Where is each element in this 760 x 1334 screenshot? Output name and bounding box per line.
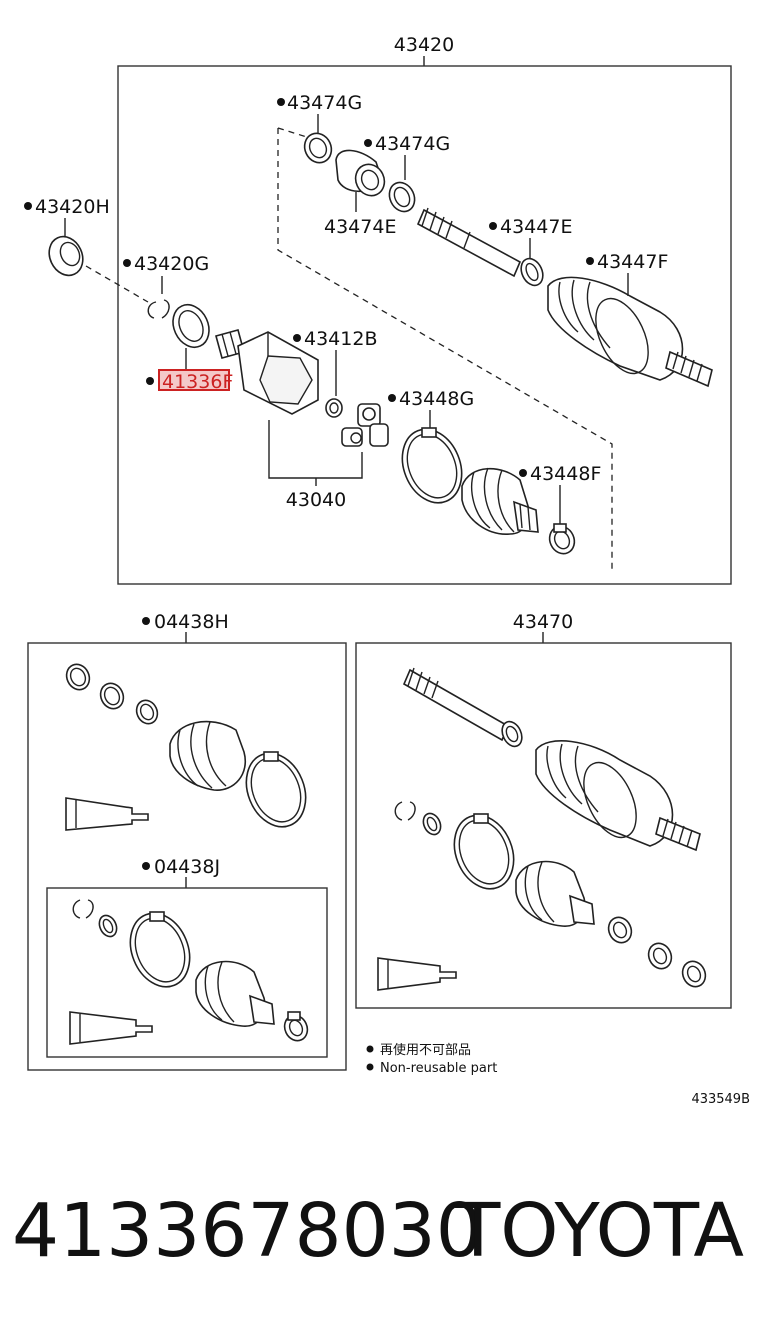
inboard-joint-housing[interactable]: [215, 329, 319, 415]
label-43470[interactable]: 43470: [513, 611, 573, 633]
boot-clamp-43448f[interactable]: [545, 522, 579, 558]
non-reusable-dot: [142, 617, 150, 625]
label-04438h[interactable]: 04438H: [154, 611, 229, 633]
drive-shaft-outboard[interactable]: [416, 207, 522, 278]
legend-dot: [366, 1045, 374, 1053]
kit-j-ring[interactable]: [96, 913, 120, 940]
kit-h-clamps[interactable]: [63, 661, 162, 728]
dashed-leader: [85, 265, 149, 303]
label-43420g[interactable]: 43420G: [134, 253, 209, 275]
non-reusable-dot: [519, 469, 527, 477]
dashed-outline: [277, 128, 613, 572]
non-reusable-dot: [586, 257, 594, 265]
label-43448g[interactable]: 43448G: [399, 388, 474, 410]
assembly-frame-43420: [117, 65, 732, 585]
kit-j-clamp[interactable]: [281, 1011, 312, 1045]
label-43447e[interactable]: 43447E: [500, 216, 572, 238]
non-reusable-dot: [142, 862, 150, 870]
non-reusable-dot: [293, 334, 301, 342]
dashed-outline-top: [277, 127, 311, 139]
assembly-frame-43470: [355, 642, 732, 1009]
clamp-band-43470[interactable]: [444, 806, 524, 897]
label-43474g-b[interactable]: 43474G: [375, 133, 450, 155]
diagram-code: 433549B: [691, 1092, 750, 1107]
clamp-ring-43474g-b[interactable]: [385, 178, 419, 215]
label-43420h[interactable]: 43420H: [35, 196, 110, 218]
boot-clamp-43448g[interactable]: [392, 420, 472, 511]
non-reusable-dot: [388, 394, 396, 402]
label-43448f[interactable]: 43448F: [530, 463, 601, 485]
clamps-43470[interactable]: [605, 914, 710, 991]
kit-h-boot[interactable]: [169, 720, 247, 791]
shaft-43470[interactable]: [402, 667, 526, 750]
kit-h-clamp-band[interactable]: [236, 744, 316, 835]
brand-name: TOYOTA: [454, 1188, 744, 1274]
non-reusable-dot: [364, 139, 372, 147]
clamp-ring-43474g-a[interactable]: [300, 129, 336, 167]
dust-deflector-41336f[interactable]: [166, 299, 215, 353]
non-reusable-dot: [489, 222, 497, 230]
kit-j-snap-ring[interactable]: [72, 899, 94, 919]
kit-frame-04438h: [27, 642, 347, 1071]
oil-seal-43420h[interactable]: [43, 231, 89, 281]
label-43040[interactable]: 43040: [286, 489, 346, 511]
snap-ring-43412b[interactable]: [325, 398, 343, 418]
legend-line-cn: 再使用不可部品: [380, 1042, 471, 1058]
outboard-cv-joint[interactable]: [547, 276, 713, 388]
boot-43470[interactable]: [515, 860, 595, 927]
ring-43470[interactable]: [420, 811, 444, 838]
label-41336f[interactable]: 41336F: [162, 371, 233, 393]
highlight-box: [158, 369, 230, 391]
snap-ring-43420g[interactable]: [147, 299, 170, 319]
kit-j-boot[interactable]: [195, 960, 275, 1027]
damper-43474e[interactable]: [335, 149, 389, 200]
grease-tube-43470[interactable]: [377, 957, 457, 991]
non-reusable-dot: [277, 98, 285, 106]
label-43474e[interactable]: 43474E: [324, 216, 396, 238]
label-43474g-a[interactable]: 43474G: [287, 92, 362, 114]
non-reusable-dot: [146, 377, 154, 385]
cv-joint-43470[interactable]: [535, 740, 701, 852]
non-reusable-dot: [123, 259, 131, 267]
legend-line-en: Non-reusable part: [380, 1061, 497, 1076]
kit-j-grease-tube[interactable]: [69, 1011, 153, 1045]
legend-dot: [366, 1063, 374, 1071]
label-43447f[interactable]: 43447F: [597, 251, 668, 273]
kit-j-clamp-band[interactable]: [120, 904, 200, 995]
tripod-joint[interactable]: [341, 403, 389, 447]
part-number: 4133678030: [12, 1188, 483, 1274]
label-43412b[interactable]: 43412B: [304, 328, 377, 350]
snap-ring-43470[interactable]: [394, 801, 416, 821]
boot-clamp-43447e[interactable]: [517, 255, 547, 289]
kit-h-grease-tube[interactable]: [65, 797, 149, 831]
label-43420[interactable]: 43420: [394, 34, 454, 56]
kit-frame-04438j: [46, 887, 328, 1058]
inboard-boot[interactable]: [461, 467, 539, 535]
non-reusable-dot: [24, 202, 32, 210]
label-04438j[interactable]: 04438J: [154, 856, 220, 878]
